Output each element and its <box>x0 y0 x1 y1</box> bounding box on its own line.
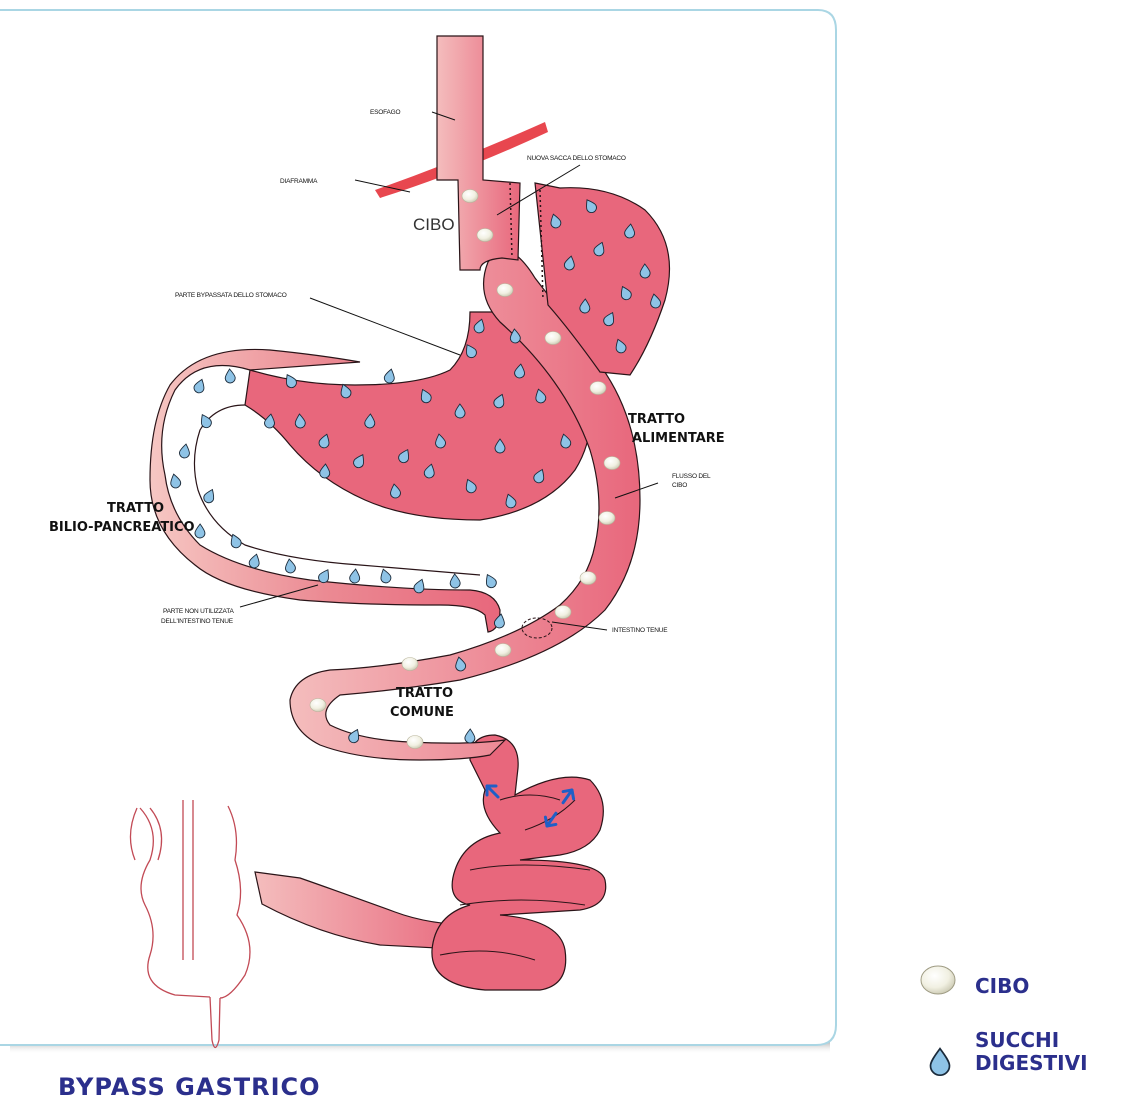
label-cibo-inner: CIBO <box>413 215 455 234</box>
food-pebble <box>462 190 478 203</box>
food-pebble <box>599 512 615 525</box>
label-flusso-1: FLUSSO DEL <box>672 473 711 480</box>
food-pebble <box>477 229 493 242</box>
food-pebble <box>580 572 596 585</box>
label-tratto-comune-2: COMUNE <box>390 705 454 720</box>
food-pebble <box>407 736 423 749</box>
legend-food-icon <box>921 966 955 994</box>
food-pebble <box>495 644 511 657</box>
legend-drop-icon <box>931 1049 950 1076</box>
page-title: BYPASS GASTRICO <box>58 1073 321 1101</box>
label-tratto-bilio-1: TRATTO <box>107 501 164 516</box>
label-tratto-comune-1: TRATTO <box>396 686 453 701</box>
food-pebble <box>402 658 418 671</box>
label-tratto-alimentare-1: TRATTO <box>628 412 685 427</box>
food-pebble <box>555 606 571 619</box>
food-pebble <box>604 457 620 470</box>
label-nuova-sacca: NUOVA SACCA DELLO STOMACO <box>527 155 626 162</box>
food-pebble <box>590 382 606 395</box>
label-parte-bypassata: PARTE BYPASSATA DELLO STOMACO <box>175 292 287 299</box>
legend-cibo-label: CIBO <box>975 974 1029 998</box>
label-intestino-tenue: INTESTINO TENUE <box>612 627 668 634</box>
label-tratto-alimentare-2: ALIMENTARE <box>632 431 725 446</box>
label-parte-non-2: DELL'INTESTINO TENUE <box>161 618 234 625</box>
food-pebble <box>310 699 326 712</box>
label-tratto-bilio-2: BILIO-PANCREATICO <box>49 520 195 535</box>
label-flusso-2: CIBO <box>672 482 687 489</box>
legend-succhi-label-1: SUCCHI <box>975 1028 1059 1052</box>
legend: CIBO SUCCHI DIGESTIVI <box>921 966 1088 1075</box>
label-diaframma: DIAFRAMMA <box>280 178 318 185</box>
label-parte-non-1: PARTE NON UTILIZZATA <box>163 608 235 615</box>
food-pebble <box>497 284 513 297</box>
legend-succhi-label-2: DIGESTIVI <box>975 1051 1088 1075</box>
label-esofago: ESOFAGO <box>370 109 401 116</box>
food-pebble <box>545 332 561 345</box>
